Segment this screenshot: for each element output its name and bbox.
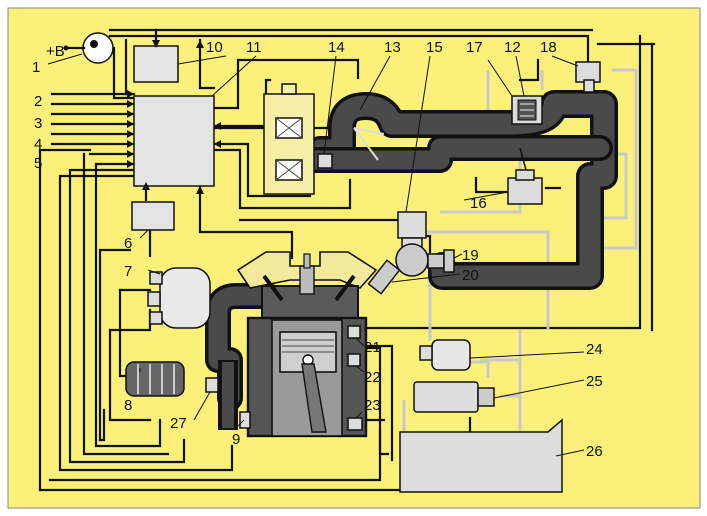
ecu-input-arrows — [127, 40, 221, 194]
callout-17: 17 — [466, 39, 483, 56]
plus-b-label: +B — [46, 43, 65, 60]
callout-14: 14 — [328, 39, 345, 56]
callout-22: 22 — [364, 369, 381, 386]
temperature-sensor-22 — [347, 353, 361, 367]
callout-5: 5 — [34, 155, 42, 172]
callout-7: 7 — [124, 263, 132, 280]
ignition-switch — [63, 32, 114, 64]
callout-13: 13 — [384, 39, 401, 56]
callout-19: 19 — [462, 247, 479, 264]
callout-11: 11 — [246, 39, 262, 56]
callout-24: 24 — [586, 341, 603, 358]
callout-1: 1 — [32, 59, 40, 76]
callout-27: 27 — [170, 415, 187, 432]
callout-15: 15 — [426, 39, 443, 56]
callout-8: 8 — [124, 397, 132, 414]
callout-25: 25 — [586, 373, 603, 390]
cold-start-valve — [395, 243, 455, 277]
thermo-time-switch-23 — [347, 417, 363, 431]
callout-2: 2 — [34, 93, 42, 110]
callout-21: 21 — [364, 339, 381, 356]
distributor — [125, 361, 185, 397]
fuel-pump — [413, 381, 495, 413]
intake-air-temp-sensor — [317, 153, 333, 169]
idle-speed-valve — [511, 95, 543, 125]
temperature-sensor-21 — [347, 325, 361, 339]
main-relay — [133, 45, 179, 83]
auxiliary-air-valve — [147, 267, 211, 329]
callout-10: 10 — [206, 39, 223, 56]
leader-lines — [47, 53, 585, 457]
fuel-filter — [419, 339, 471, 371]
callout-23: 23 — [364, 397, 381, 414]
callout-4: 4 — [34, 136, 42, 153]
air-flow-meter — [263, 83, 385, 195]
fuel-injector — [367, 259, 401, 295]
sensor-box — [131, 201, 175, 231]
callout-16: 16 — [470, 195, 487, 212]
callout-6: 6 — [124, 235, 132, 252]
throttle-body-sensor — [575, 61, 601, 93]
callout-3: 3 — [34, 115, 42, 132]
callout-12: 12 — [504, 39, 521, 56]
callout-26: 26 — [586, 443, 603, 460]
electronic-control-unit — [133, 95, 215, 187]
throttle-position-switch — [507, 147, 543, 205]
callout-18: 18 — [540, 39, 557, 56]
oxygen-sensor — [205, 377, 219, 393]
callout-9: 9 — [232, 431, 240, 448]
fuel-tank — [399, 418, 563, 493]
callout-20: 20 — [462, 267, 479, 284]
engine-block — [236, 251, 378, 438]
crankshaft-sensor — [239, 411, 251, 429]
